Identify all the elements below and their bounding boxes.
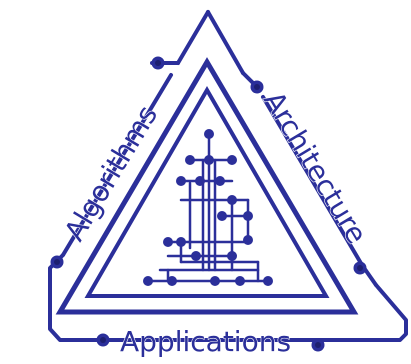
- label-architecture: Architecture: [257, 86, 374, 250]
- label-applications: Applications: [120, 325, 291, 358]
- terminal-dots: [50, 56, 367, 352]
- inner-triangle: [55, 57, 359, 315]
- circuit-nodes: [143, 129, 273, 286]
